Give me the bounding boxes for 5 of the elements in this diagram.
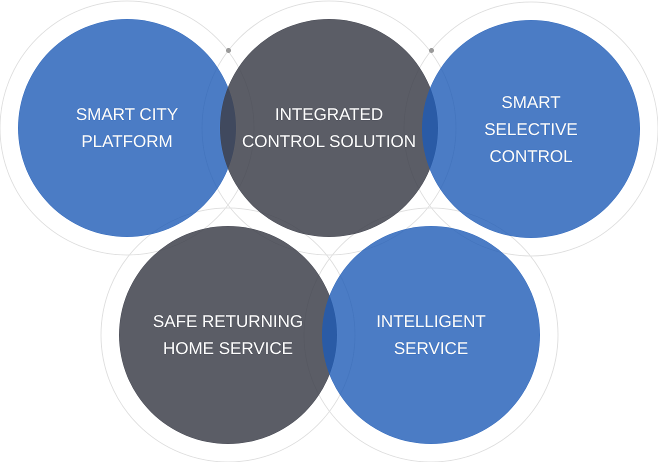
circle-label: SAFE RETURNING HOME SERVICE [152, 311, 304, 360]
circle-label: INTELLIGENT SERVICE [375, 311, 487, 360]
circle-label: SMART SELECTIVE CONTROL [483, 92, 579, 168]
circle-label: INTEGRATED CONTROL SOLUTION [240, 104, 418, 153]
circle-label: SMART CITY PLATFORM [74, 104, 180, 153]
